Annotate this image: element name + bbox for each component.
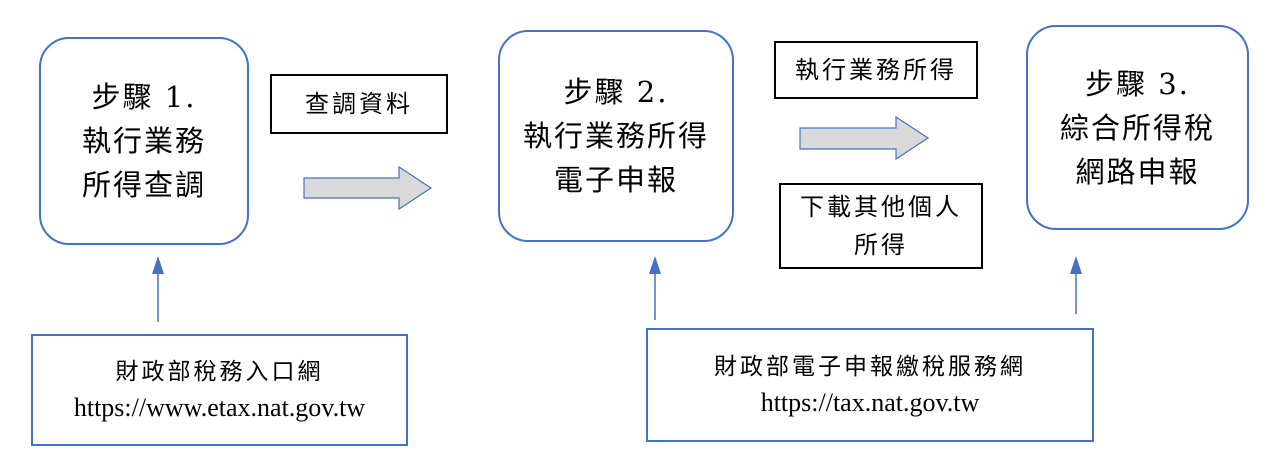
step-2-line-2: 電子申報 [553,163,678,197]
up-arrow-source1-to-step1 [152,256,164,322]
step-3-line-1: 綜合所得稅 [1059,110,1215,145]
transition-2-label-top: 執行業務所得 [774,41,978,99]
block-arrow-1 [303,165,433,211]
step-2-box: 步驟 2. 執行業務所得 電子申報 [498,30,734,242]
step-3-line-2: 網路申報 [1075,154,1200,189]
step-2-line-1: 執行業務所得 [522,119,709,153]
up-arrow-source2-to-step3 [1070,256,1082,314]
source-2-box: 財政部電子申報繳稅服務網 https://tax.nat.gov.tw [646,328,1094,442]
up-arrow-source2-to-step2 [649,256,661,320]
block-arrow-2 [799,115,930,161]
transition-1-label-text: 查調資料 [305,90,413,118]
step-1-title: 步驟 1. [91,80,197,114]
source-1-url[interactable]: https://www.etax.nat.gov.tw [73,393,366,422]
transition-2-label-bottom-text: 下載其他個人所得 [800,193,962,259]
step-2-title: 步驟 2. [563,75,669,109]
step-1-line-2: 所得查調 [81,168,206,202]
source-2-url[interactable]: https://tax.nat.gov.tw [760,388,980,417]
step-1-box: 步驟 1. 執行業務 所得查調 [39,37,249,245]
step-3-box: 步驟 3. 綜合所得稅 網路申報 [1026,25,1249,230]
source-1-name: 財政部稅務入口網 [115,359,324,385]
source-1-box: 財政部稅務入口網 https://www.etax.nat.gov.tw [31,334,408,446]
transition-2-label-bottom: 下載其他個人所得 [779,183,983,269]
step-3-title: 步驟 3. [1085,66,1190,101]
step-1-line-1: 執行業務 [81,124,206,158]
transition-1-label: 查調資料 [270,74,448,134]
source-2-name: 財政部電子申報繳稅服務網 [714,354,1026,380]
transition-2-label-top-text: 執行業務所得 [795,56,957,84]
